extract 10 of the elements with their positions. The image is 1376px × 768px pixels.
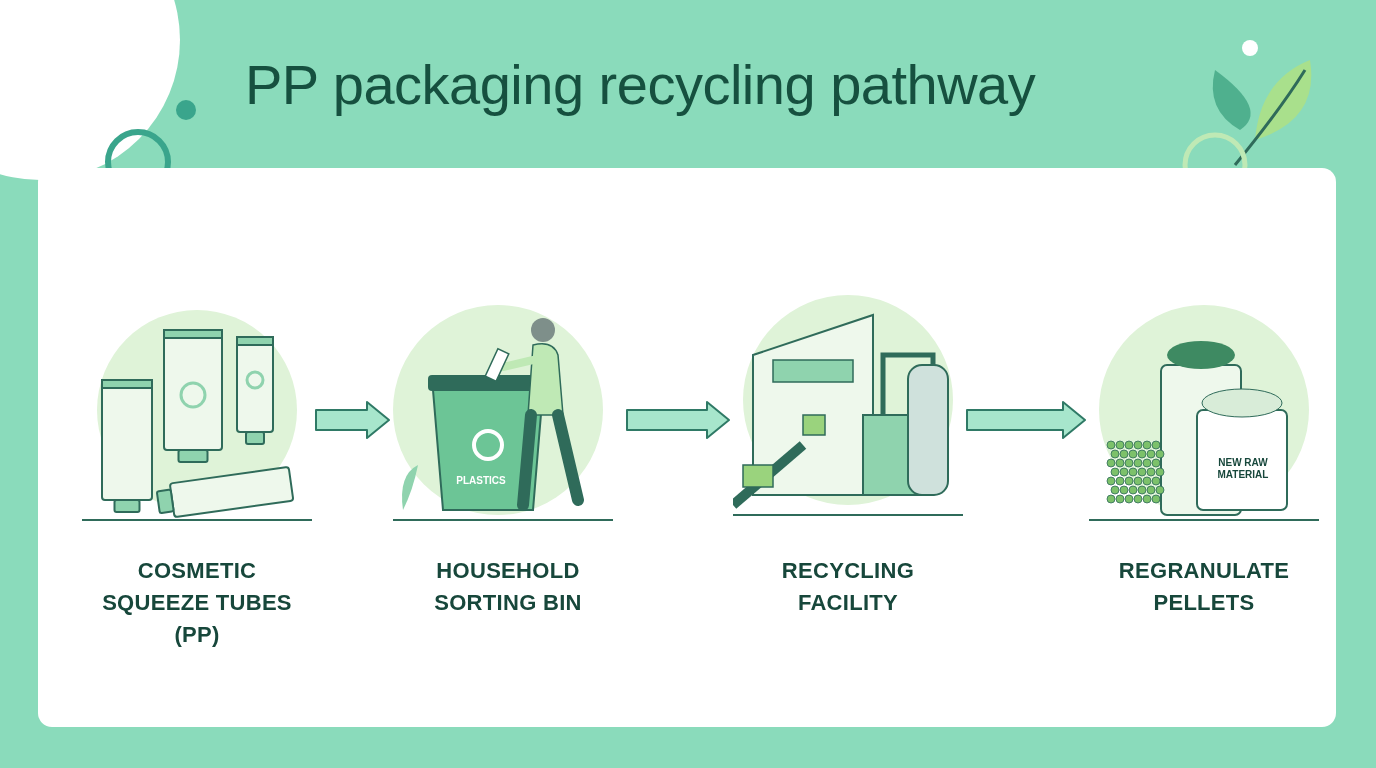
- block-arrow: [966, 401, 1086, 439]
- step-label: REGRANULATE PELLETS: [1117, 557, 1291, 617]
- diagram-title: PP packaging recycling pathway: [245, 52, 1036, 117]
- step-label: HOUSEHOLD SORTING BIN: [433, 557, 583, 617]
- step-label: COSMETIC SQUEEZE TUBES (PP): [101, 557, 293, 649]
- step-label: RECYCLING FACILITY: [780, 557, 916, 617]
- printed-label: PLASTICS: [455, 475, 507, 487]
- block-arrow: [315, 401, 390, 439]
- block-arrow: [626, 401, 730, 439]
- printed-label: NEW RAW MATERIAL: [1216, 457, 1270, 481]
